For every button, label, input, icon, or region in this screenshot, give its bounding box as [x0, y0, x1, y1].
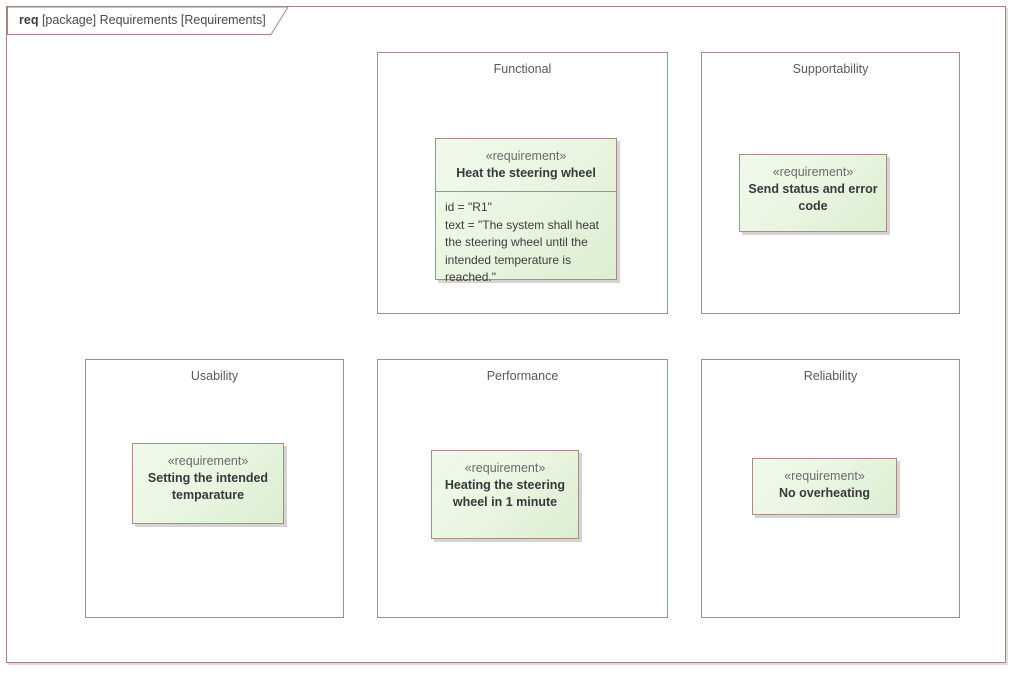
- frame-descriptor: [package] Requirements [Requirements]: [41, 13, 266, 27]
- requirement-header: «requirement» Heating the steering wheel…: [432, 451, 578, 520]
- requirement-stereotype: «requirement»: [784, 469, 865, 483]
- requirement-name: Send status and error code: [748, 182, 878, 213]
- frame-keyword: req: [19, 13, 39, 27]
- package-title: Usability: [190, 369, 239, 383]
- requirement-stereotype: «requirement»: [464, 461, 546, 475]
- requirement-heat-the-steering-wheel[interactable]: «requirement» Heat the steering wheel id…: [435, 138, 617, 284]
- requirement-property-text: text = "The system shall heat the steeri…: [445, 217, 599, 285]
- requirement-header: «requirement» Setting the intended tempa…: [133, 444, 283, 513]
- package-reliability[interactable]: Reliability «requirement» No overheating: [701, 359, 960, 618]
- package-functional[interactable]: Functional «requirement» Heat the steeri…: [377, 52, 668, 314]
- package-title: Functional: [493, 62, 552, 76]
- package-title: Reliability: [803, 369, 858, 383]
- requirement-name: Heat the steering wheel: [456, 166, 596, 180]
- requirement-header: «requirement» Heat the steering wheel: [436, 139, 616, 192]
- requirement-name: Heating the steering wheel in 1 minute: [444, 478, 566, 509]
- requirement-setting-the-intended-temparature[interactable]: «requirement» Setting the intended tempa…: [132, 443, 284, 524]
- requirement-send-status-and-error-code[interactable]: «requirement» Send status and error code: [739, 154, 887, 232]
- requirement-no-overheating[interactable]: «requirement» No overheating: [752, 458, 897, 515]
- requirement-heating-the-steering-wheel-in-1-minute[interactable]: «requirement» Heating the steering wheel…: [431, 450, 579, 539]
- requirement-properties: id = "R1" text = "The system shall heat …: [436, 192, 616, 295]
- package-usability[interactable]: Usability «requirement» Setting the inte…: [85, 359, 344, 618]
- frame-title: req [package] Requirements [Requirements…: [19, 11, 266, 29]
- requirement-stereotype: «requirement»: [485, 149, 567, 163]
- package-performance[interactable]: Performance «requirement» Heating the st…: [377, 359, 668, 618]
- frame-tab-shape-icon: [7, 7, 289, 35]
- diagram-frame: req [package] Requirements [Requirements…: [6, 6, 1006, 663]
- frame-header-tab: req [package] Requirements [Requirements…: [7, 7, 289, 35]
- requirement-property-id: id = "R1": [445, 200, 492, 214]
- requirement-header: «requirement» Send status and error code: [740, 155, 886, 224]
- requirement-stereotype: «requirement»: [167, 454, 249, 468]
- requirement-name: No overheating: [779, 486, 870, 500]
- package-title: Performance: [486, 369, 559, 383]
- requirement-name: Setting the intended temparature: [147, 471, 269, 502]
- package-supportability[interactable]: Supportability «requirement» Send status…: [701, 52, 960, 314]
- requirement-stereotype: «requirement»: [772, 165, 854, 179]
- package-title: Supportability: [792, 62, 869, 76]
- requirement-header: «requirement» No overheating: [753, 459, 896, 511]
